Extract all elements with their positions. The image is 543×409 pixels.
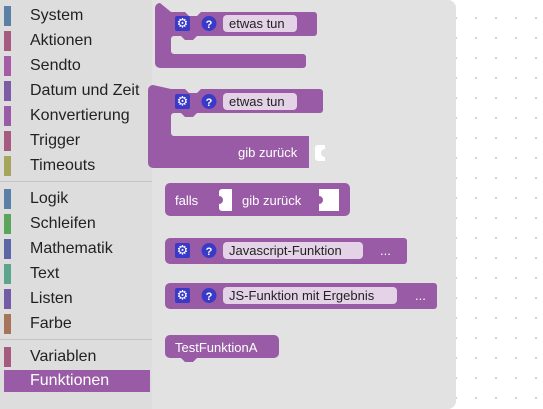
- svg-text:⚙: ⚙: [177, 289, 189, 304]
- category-label: Variablen: [30, 348, 97, 365]
- category-trigger[interactable]: Trigger: [0, 129, 152, 153]
- category-text[interactable]: Text: [0, 262, 152, 286]
- help-icon[interactable]: ?: [201, 16, 217, 31]
- category-label: Mathematik: [30, 240, 113, 257]
- call-testfunktiona-block[interactable]: TestFunktionA: [165, 335, 279, 362]
- category-separator: [0, 181, 152, 182]
- category-label: Timeouts: [30, 157, 96, 174]
- category-color-swatch: [4, 214, 11, 234]
- more-button[interactable]: ...: [415, 288, 426, 303]
- svg-text:⚙: ⚙: [177, 95, 189, 110]
- svg-text:?: ?: [206, 291, 213, 303]
- procedure-return-block[interactable]: ⚙ ? etwas tun gib zurück: [148, 85, 325, 168]
- category-label: Schleifen: [30, 215, 96, 232]
- category-farbe[interactable]: Farbe: [0, 312, 152, 336]
- category-color-swatch: [4, 347, 11, 367]
- category-label: Funktionen: [30, 372, 110, 389]
- category-color-swatch: [4, 31, 11, 51]
- function-name-field[interactable]: Javascript-Funktion: [229, 243, 342, 258]
- javascript-function-result-block[interactable]: ⚙ ? JS-Funktion mit Ergebnis ...: [165, 283, 437, 309]
- gear-icon[interactable]: ⚙: [175, 94, 190, 110]
- category-sendto[interactable]: Sendto: [0, 54, 152, 78]
- function-name-field-bg: [223, 287, 397, 304]
- svg-text:?: ?: [206, 246, 213, 258]
- category-label: Listen: [30, 290, 73, 307]
- return-label: gib zurück: [242, 193, 302, 208]
- call-function-label: TestFunktionA: [175, 340, 258, 355]
- category-separator: [0, 339, 152, 340]
- toolbox: System Aktionen Sendto Datum und Zeit Ko…: [0, 0, 152, 409]
- category-konvertierung[interactable]: Konvertierung: [0, 104, 152, 128]
- category-schleifen[interactable]: Schleifen: [0, 212, 152, 236]
- category-label: Datum und Zeit: [30, 82, 140, 99]
- function-name-field-bg: [223, 93, 297, 110]
- category-color-swatch: [4, 264, 11, 284]
- help-icon[interactable]: ?: [201, 94, 217, 109]
- category-color-swatch: [4, 6, 11, 26]
- function-name-field-bg: [223, 15, 297, 32]
- category-label: Farbe: [30, 315, 72, 332]
- if-return-block[interactable]: falls gib zurück: [165, 183, 350, 216]
- category-color-swatch: [4, 56, 11, 76]
- condition-input-socket[interactable]: [219, 189, 232, 211]
- javascript-function-block[interactable]: ⚙ ? Javascript-Funktion ...: [165, 238, 407, 264]
- svg-text:⚙: ⚙: [177, 244, 189, 259]
- if-label: falls: [175, 193, 199, 208]
- gear-icon[interactable]: ⚙: [175, 243, 190, 259]
- return-value-socket[interactable]: [319, 189, 339, 211]
- gear-icon[interactable]: ⚙: [175, 288, 190, 304]
- help-icon[interactable]: ?: [201, 243, 217, 258]
- category-label: Konvertierung: [30, 107, 130, 124]
- category-label: Aktionen: [30, 32, 93, 49]
- return-label: gib zurück: [238, 145, 298, 160]
- category-color-swatch: [4, 314, 11, 334]
- category-color-swatch: [4, 156, 11, 176]
- gear-icon[interactable]: ⚙: [175, 16, 190, 32]
- category-label: Trigger: [30, 132, 81, 149]
- category-color-swatch: [4, 106, 11, 126]
- category-color-swatch: [4, 239, 11, 259]
- category-color-swatch: [4, 81, 11, 101]
- category-system[interactable]: System: [0, 4, 152, 28]
- help-icon[interactable]: ?: [201, 288, 217, 303]
- category-mathematik[interactable]: Mathematik: [0, 237, 152, 261]
- function-name-field-bg: [223, 242, 363, 259]
- category-label: Text: [30, 265, 60, 282]
- category-color-swatch: [4, 289, 11, 309]
- more-button[interactable]: ...: [380, 243, 391, 258]
- category-timeouts[interactable]: Timeouts: [0, 154, 152, 178]
- function-name-field[interactable]: etwas tun: [229, 16, 285, 31]
- function-name-field[interactable]: etwas tun: [229, 94, 285, 109]
- return-input-socket[interactable]: [315, 145, 325, 161]
- category-listen[interactable]: Listen: [0, 287, 152, 311]
- category-label: Sendto: [30, 57, 81, 74]
- category-label: Logik: [30, 190, 69, 207]
- svg-text:⚙: ⚙: [177, 17, 189, 32]
- category-aktionen[interactable]: Aktionen: [0, 29, 152, 53]
- svg-text:?: ?: [206, 97, 213, 109]
- category-logik[interactable]: Logik: [0, 187, 152, 211]
- category-variablen[interactable]: Variablen: [0, 345, 152, 369]
- category-funktionen[interactable]: Funktionen: [4, 370, 150, 392]
- category-label: System: [30, 7, 84, 24]
- function-name-field[interactable]: JS-Funktion mit Ergebnis: [229, 288, 375, 303]
- procedure-noreturn-block[interactable]: ⚙ ? etwas tun: [155, 3, 317, 68]
- category-color-swatch: [4, 189, 11, 209]
- category-color-swatch: [4, 131, 11, 151]
- svg-text:?: ?: [206, 19, 213, 31]
- category-datum-und-zeit[interactable]: Datum und Zeit: [0, 79, 152, 103]
